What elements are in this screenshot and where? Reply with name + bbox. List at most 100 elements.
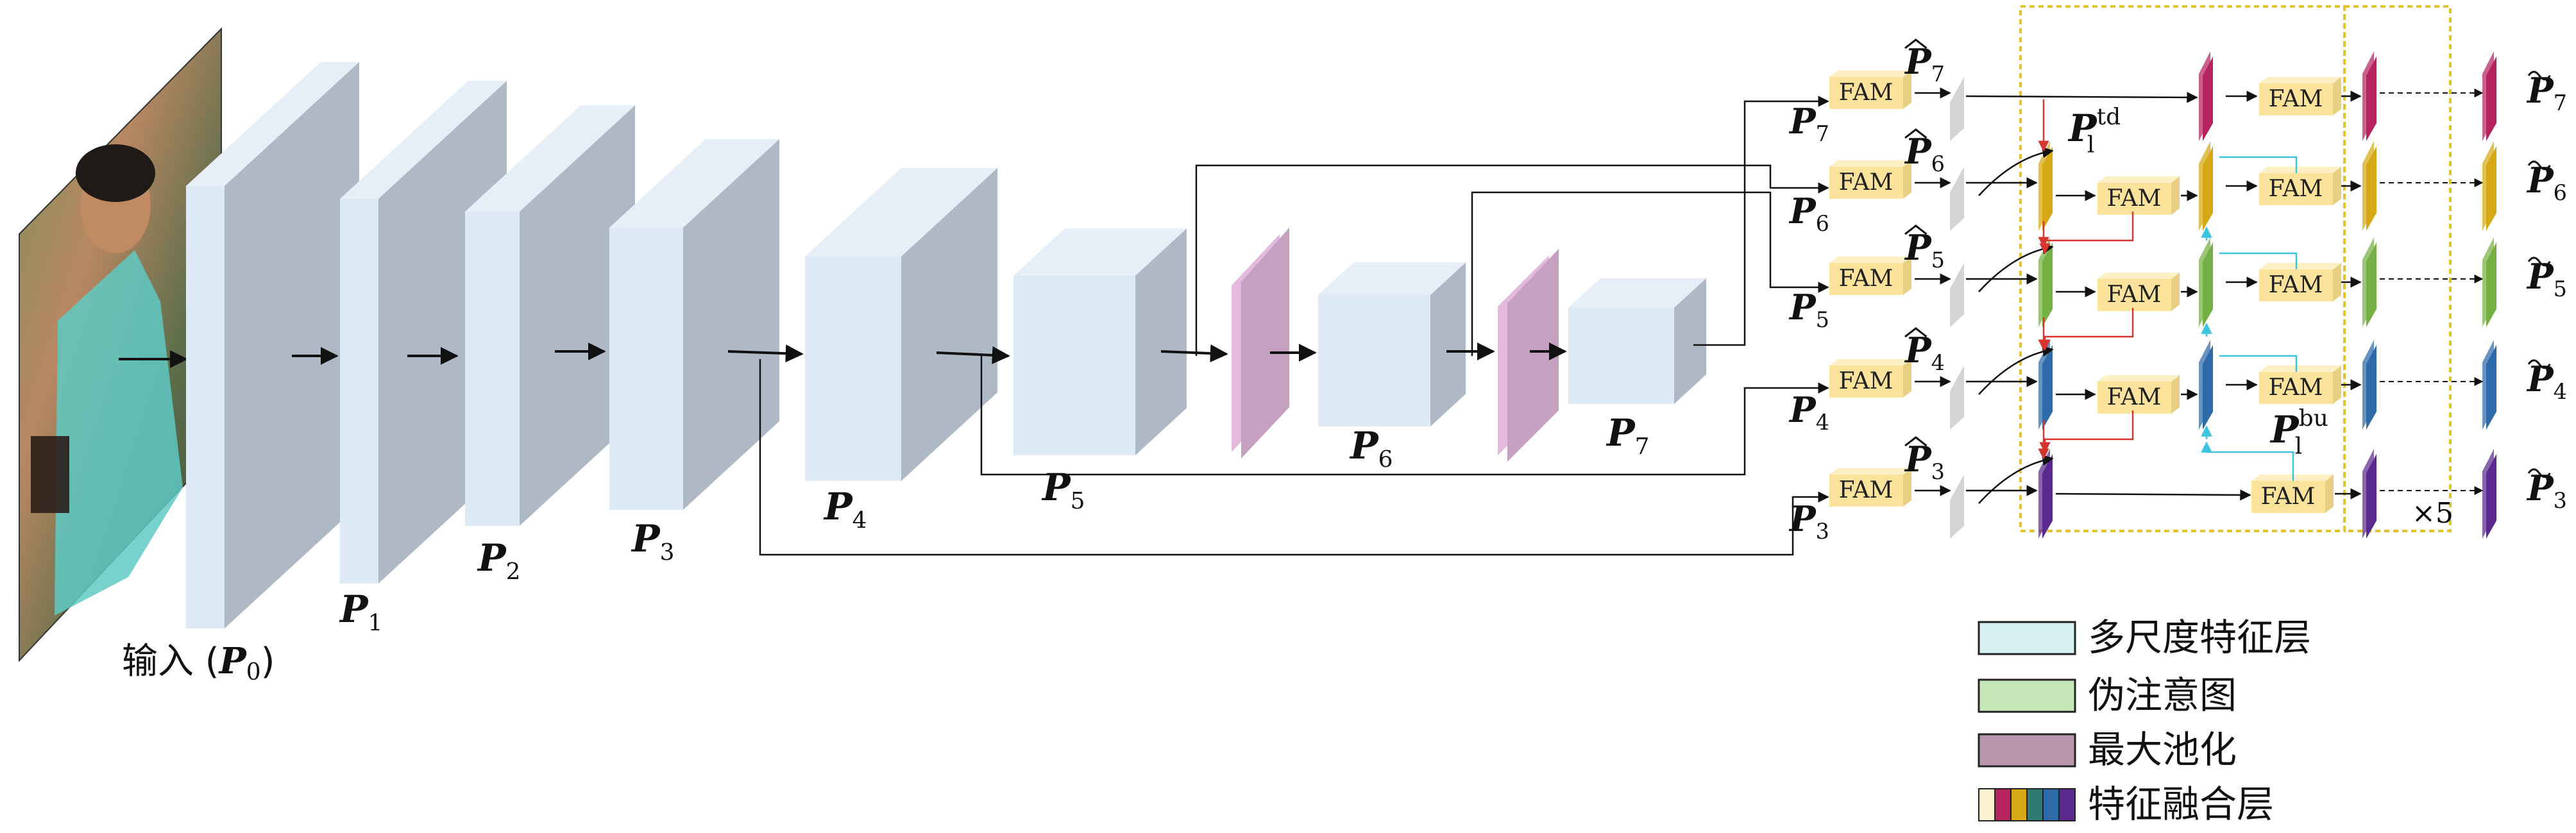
curved-arrow <box>1978 454 2054 504</box>
legend-label: 多尺度特征层 <box>2088 616 2311 659</box>
fam-side <box>2333 366 2341 404</box>
legend-swatch <box>1978 733 2076 768</box>
fam-side <box>2171 176 2180 215</box>
fam-front <box>2251 481 2325 513</box>
max-pool-layer <box>1232 228 1289 459</box>
fam-front <box>1829 263 1903 295</box>
hat-label-p7: P7 <box>1904 38 1945 87</box>
output-slab-p5 <box>2362 237 2377 327</box>
block-side <box>1430 262 1466 426</box>
block-top <box>805 168 997 257</box>
block-top <box>1318 262 1466 295</box>
output-slab-p4 <box>2362 340 2377 430</box>
block-side <box>225 62 359 629</box>
block-front <box>1318 295 1430 426</box>
input-label-p5: P5 <box>1788 287 1829 332</box>
slab-front <box>2366 454 2377 539</box>
block-front <box>1568 308 1674 404</box>
output-label-p6: P6 <box>2526 160 2567 205</box>
block-top <box>1013 228 1187 276</box>
hat-label-p5: P5 <box>1904 224 1945 273</box>
legend-swatch <box>2026 788 2044 821</box>
slab-front <box>2203 56 2213 141</box>
fam-front <box>1829 366 1903 398</box>
bu-slab-p6 <box>2199 141 2213 231</box>
td-feedback <box>2039 410 2134 453</box>
hat-label-p5-text: P5 <box>1904 227 1945 273</box>
hat-label-p7-text: P7 <box>1904 41 1945 87</box>
bu-feedback <box>2219 355 2298 372</box>
tilde-mark <box>2527 468 2551 478</box>
final-slab-p6 <box>2482 141 2496 231</box>
pseudo-attention-map <box>1950 167 1964 231</box>
input-label: 输入 (P0) <box>122 640 275 686</box>
slab-front <box>2366 56 2377 141</box>
fam-front <box>2259 269 2333 301</box>
connector-p3 <box>759 359 1829 556</box>
repeat-box <box>2343 5 2452 532</box>
legend-item-3: 最大池化 <box>1978 728 2237 771</box>
hat-mark <box>1904 436 1928 447</box>
final-slab-p5 <box>2482 237 2496 327</box>
td-slab-p6 <box>2038 141 2053 231</box>
backbone-label-p3: P3 <box>631 517 675 566</box>
block-side <box>1674 278 1706 404</box>
slab-front <box>2042 146 2053 231</box>
arrow <box>2055 489 2251 501</box>
legend-item-4: 特征融合层 <box>1978 782 2274 826</box>
tilde-mark <box>2527 160 2551 171</box>
fam-label: FAM <box>1839 169 1894 196</box>
hat-label-p4-text: P4 <box>1904 330 1945 375</box>
hat-label-p3-text: P3 <box>1904 439 1945 484</box>
fam-label: FAM <box>1839 80 1894 106</box>
connections <box>759 96 1829 556</box>
fam-top <box>2097 176 2180 183</box>
fam-top <box>2259 263 2341 269</box>
legend-item-1: 多尺度特征层 <box>1978 616 2311 659</box>
slab-front <box>2486 56 2496 141</box>
td-slab-p4 <box>2038 340 2053 430</box>
output-slab-p6 <box>2362 141 2377 231</box>
bu-fam-block: FAM <box>2259 167 2341 205</box>
slab-front <box>2486 454 2496 539</box>
fam-top <box>1829 359 1911 366</box>
block-top <box>340 81 507 199</box>
tilde-mark <box>2527 71 2551 81</box>
fam-side <box>1903 359 1911 398</box>
pool-front <box>1241 228 1289 459</box>
fam-label: FAM <box>1839 368 1894 394</box>
backbone-label-p4: P4 <box>823 485 867 534</box>
feature-block-p5 <box>1013 228 1187 455</box>
bu-fam-block: FAM <box>2251 475 2334 513</box>
slab-front <box>2203 242 2213 327</box>
block-top <box>609 139 779 228</box>
connector-p5 <box>1471 191 1829 356</box>
fam-side <box>1903 257 1911 295</box>
hat-label-p3: P3 <box>1904 436 1945 484</box>
input-label-p7: P7 <box>1788 101 1829 146</box>
max-pool-layer <box>1498 249 1559 462</box>
backbone-label-p2: P2 <box>477 536 521 585</box>
fam-top <box>2259 167 2341 173</box>
hat-mark <box>1904 224 1928 235</box>
block-side <box>1135 228 1187 455</box>
fam-front <box>2259 83 2333 115</box>
bu-feedback <box>2201 441 2294 481</box>
fam-front <box>2259 173 2333 205</box>
tilde-mark <box>2527 359 2551 369</box>
feature-block-p3 <box>609 139 779 510</box>
final-slab-p7 <box>2482 51 2496 141</box>
output-slab-p3 <box>2362 449 2377 539</box>
legend-label: 最大池化 <box>2088 728 2237 771</box>
connector-p6 <box>1195 164 1829 356</box>
arrow <box>1965 92 2198 103</box>
arrow <box>727 344 804 363</box>
fam-top <box>1829 468 1911 475</box>
fam-side <box>2171 375 2180 414</box>
fam-top <box>1829 257 1911 263</box>
input-fam-block: FAM <box>1829 359 1911 398</box>
pool-front <box>1507 249 1559 462</box>
